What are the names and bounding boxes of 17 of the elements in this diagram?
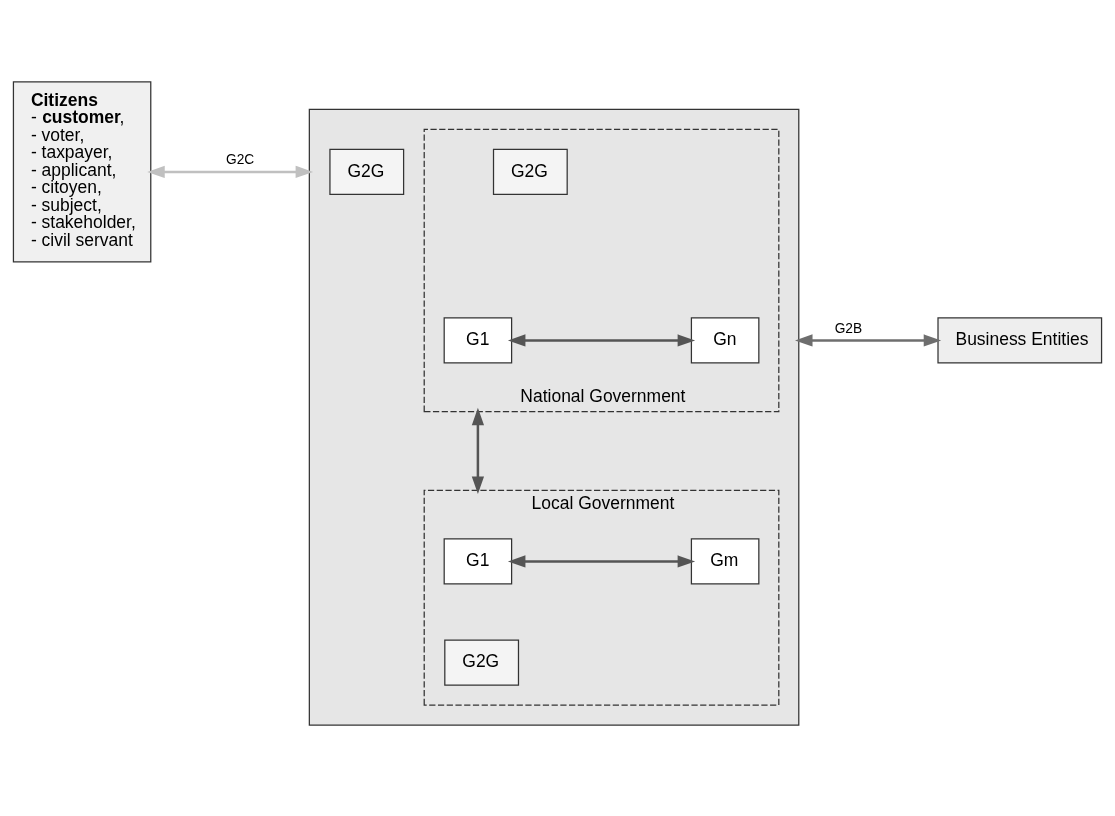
node-box: Gm xyxy=(690,537,760,585)
arrow xyxy=(795,333,942,347)
edge-label: G2B xyxy=(834,320,863,336)
node-box: Business Entities xyxy=(937,316,1103,364)
node-box: G2G xyxy=(492,148,568,195)
node-box: G2G xyxy=(329,148,405,195)
node-box: G2G xyxy=(444,639,520,686)
node-box: Citizens - customer, - voter, - taxpayer, - applicant, - citoyen, - subject, - stakeholder, - civil servant xyxy=(12,80,152,262)
node-box: G1 xyxy=(443,316,513,364)
arrow xyxy=(507,554,696,568)
arrow xyxy=(471,407,485,494)
node-box: Gn xyxy=(690,316,760,364)
arrow xyxy=(507,333,696,347)
edge-label: G2C xyxy=(226,151,255,167)
node-box: G1 xyxy=(443,537,513,585)
cluster xyxy=(308,108,800,726)
arrow xyxy=(147,165,314,178)
